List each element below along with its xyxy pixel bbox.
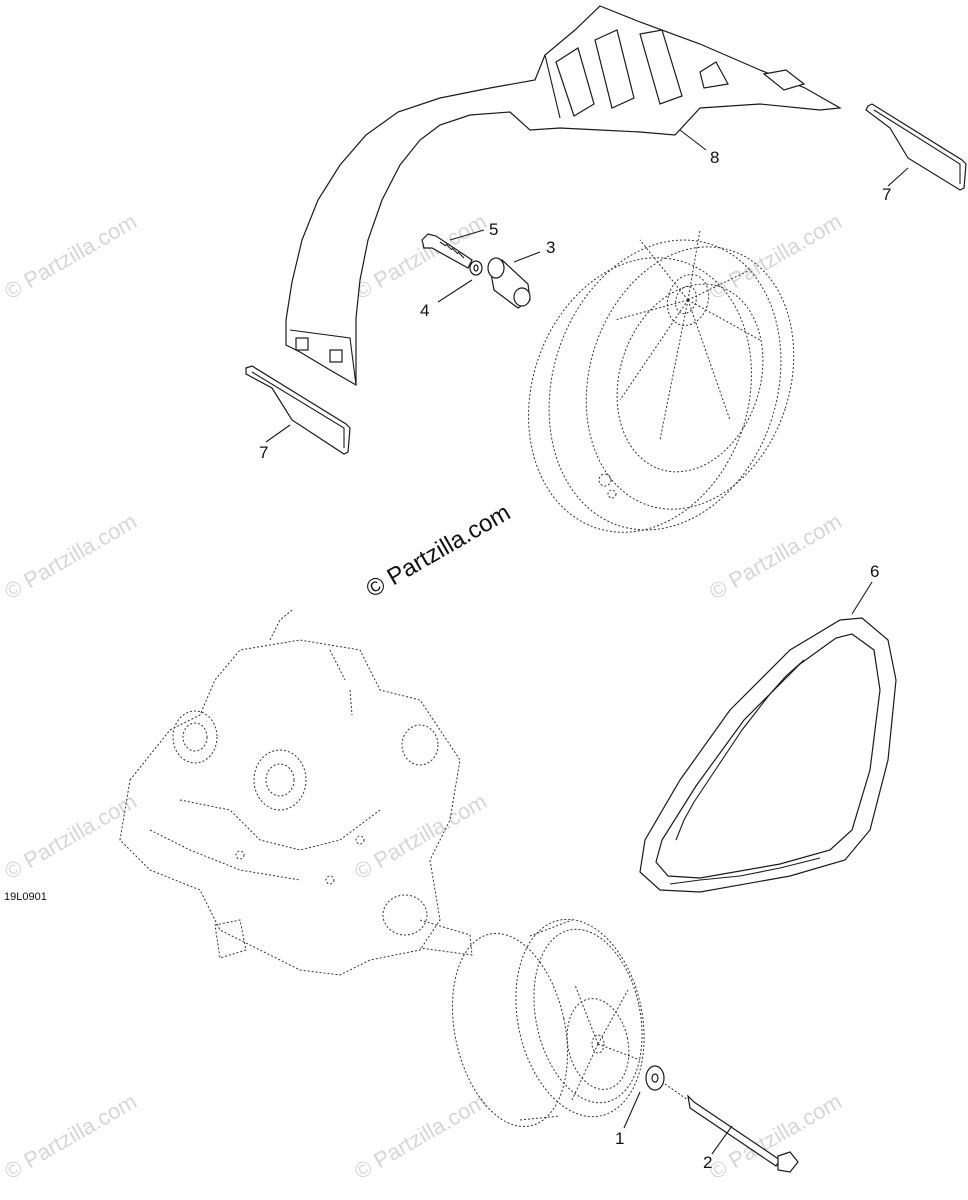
watermark-tile: © Partzilla.com	[0, 509, 141, 605]
watermark-tile: © Partzilla.com	[350, 789, 491, 885]
pulley-washer	[645, 1065, 665, 1091]
leader-lines	[265, 129, 909, 1155]
callout-4: 4	[420, 301, 429, 320]
rubber-strip-right	[865, 103, 967, 191]
callout-8: 8	[710, 148, 719, 167]
callout-7-left: 7	[259, 443, 268, 462]
watermark-tile: © Partzilla.com	[705, 509, 846, 605]
spacer	[487, 257, 531, 309]
watermark-tile: © Partzilla.com	[0, 209, 141, 305]
callout-2: 2	[703, 1153, 712, 1172]
diagram-code: 19L0901	[4, 891, 47, 903]
square-hole	[295, 337, 309, 351]
watermark-tile: © Partzilla.com	[0, 789, 141, 885]
callout-1: 1	[615, 1129, 624, 1148]
screw	[421, 233, 473, 269]
drive-belt	[639, 617, 897, 893]
rubber-strip-left	[245, 365, 351, 455]
callout-3: 3	[546, 238, 555, 257]
watermark-main: © Partzilla.com	[362, 499, 516, 603]
watermark-tile: © Partzilla.com	[705, 1089, 846, 1185]
drive-pulley	[451, 918, 645, 1128]
engine	[119, 609, 473, 976]
callouts: 8 7 7 5 3 4 6 1 2	[259, 148, 891, 1172]
callout-5: 5	[489, 220, 498, 239]
callout-7-right: 7	[882, 185, 891, 204]
washer	[469, 260, 483, 276]
watermark-tile: © Partzilla.com	[0, 1089, 141, 1185]
pulley-bolt	[664, 1083, 799, 1173]
watermark-tiles: © Partzilla.com © Partzilla.com © Partzi…	[0, 209, 846, 1185]
callout-6: 6	[870, 562, 879, 581]
square-hole	[329, 349, 343, 363]
watermark-tile: © Partzilla.com	[350, 1089, 491, 1185]
driven-pulley	[528, 229, 795, 533]
watermark-tile: © Partzilla.com	[705, 209, 846, 305]
belt-guard	[285, 5, 842, 387]
